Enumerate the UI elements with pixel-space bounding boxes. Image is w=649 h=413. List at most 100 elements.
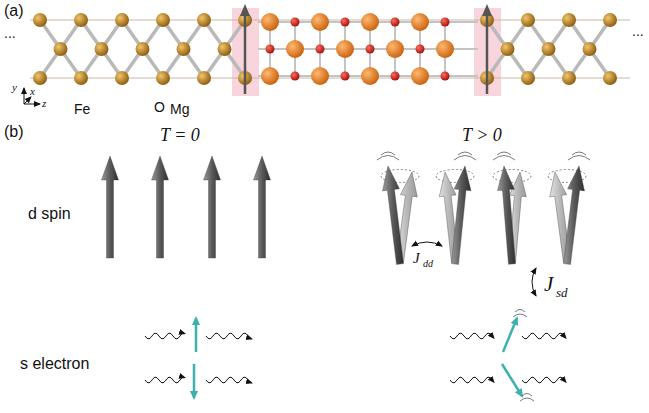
o-atom (391, 18, 400, 27)
spin-cone (564, 166, 585, 264)
atoms (33, 13, 617, 85)
spin-arrow-head (482, 4, 492, 16)
fe-atom (54, 42, 68, 56)
o-atom (266, 45, 275, 54)
coupling-subscript: dd (423, 259, 433, 269)
panel-label: (b) (4, 124, 24, 140)
electron-wave (450, 333, 494, 339)
mg-atom (261, 67, 279, 85)
o-atom (291, 18, 300, 27)
fe-atom (115, 71, 129, 85)
ellipsis: ... (632, 24, 644, 38)
electron-wave (206, 333, 252, 339)
atom-label: Mg (170, 102, 189, 116)
spin-arrow-head (240, 4, 250, 16)
motion-arc (522, 394, 532, 397)
fe-atom (603, 71, 617, 85)
electron-wave (145, 377, 185, 383)
fe-atom (74, 13, 88, 27)
mg-atom (436, 40, 454, 58)
fe-atom (95, 42, 109, 56)
fe-atom (501, 42, 515, 56)
motion-arc (454, 156, 476, 161)
o-atom (341, 18, 350, 27)
electron-spin (503, 318, 517, 352)
mg-atom (336, 40, 354, 58)
fe-atom (136, 42, 150, 56)
spin-arrow (486, 14, 489, 94)
coupling-label: J (413, 251, 420, 266)
precession-orbit (493, 170, 531, 183)
electron-spin (193, 364, 196, 398)
spin-cone (152, 156, 169, 258)
motion-arc (381, 152, 395, 155)
row-label: s electron (20, 356, 89, 372)
spin-cone (102, 156, 119, 258)
temperature-label: T = 0 (160, 126, 200, 144)
mg-atom (261, 13, 279, 31)
fe-atom (521, 71, 535, 85)
mg-atom (311, 13, 329, 31)
fe-atom (156, 71, 170, 85)
fe-atom (562, 71, 576, 85)
mg-atom (386, 40, 404, 58)
motion-arc (515, 310, 525, 313)
motion-arc (568, 156, 590, 161)
coupling-label: J (544, 274, 553, 295)
motion-arc (572, 152, 586, 155)
o-atom (441, 18, 450, 27)
electron-wave (522, 333, 566, 339)
fe-atom (542, 42, 556, 56)
mg-atom (361, 13, 379, 31)
mg-atom (311, 67, 329, 85)
electron-wave (450, 377, 494, 383)
electron-spin (195, 318, 198, 352)
row-label: d spin (28, 206, 71, 222)
spin-arrow (244, 14, 247, 94)
coupling-arrow (532, 268, 536, 296)
coupling-subscript: sd (556, 286, 568, 299)
spin-cone (383, 166, 404, 264)
o-atom (291, 72, 300, 81)
motion-arc (497, 152, 511, 155)
electron-spin (502, 364, 522, 396)
atom-label: O (154, 100, 165, 114)
electron-wave (145, 333, 185, 339)
fe-atom (197, 71, 211, 85)
fe-atom (603, 13, 617, 27)
motion-arc (377, 156, 399, 161)
coupling-arrow (412, 242, 442, 246)
o-atom (366, 45, 375, 54)
fe-atom (115, 13, 129, 27)
bonds (30, 20, 630, 78)
o-atom (341, 72, 350, 81)
fe-atom (197, 13, 211, 27)
axis-y (24, 88, 25, 104)
mg-atom (411, 13, 429, 31)
axis-z (24, 104, 40, 105)
fe-atom (521, 13, 535, 27)
electron-wave (206, 377, 252, 383)
spin-cone (254, 156, 271, 258)
o-atom (391, 72, 400, 81)
o-atom (416, 45, 425, 54)
motion-arc (458, 152, 472, 155)
spin-cone (204, 156, 221, 258)
spin-cone (498, 166, 516, 264)
axis-label: z (42, 98, 46, 109)
fe-atom (218, 42, 232, 56)
motion-arc (520, 398, 534, 401)
fe-atom (33, 13, 47, 27)
electron-wave (522, 377, 566, 383)
fe-atom (74, 71, 88, 85)
mg-atom (361, 67, 379, 85)
o-atom (441, 72, 450, 81)
ellipsis: ... (4, 26, 16, 40)
motion-arc (493, 156, 515, 161)
axis-label: y (12, 82, 17, 93)
fe-atom (156, 13, 170, 27)
axis-label: x (30, 86, 35, 97)
mg-atom (286, 40, 304, 58)
